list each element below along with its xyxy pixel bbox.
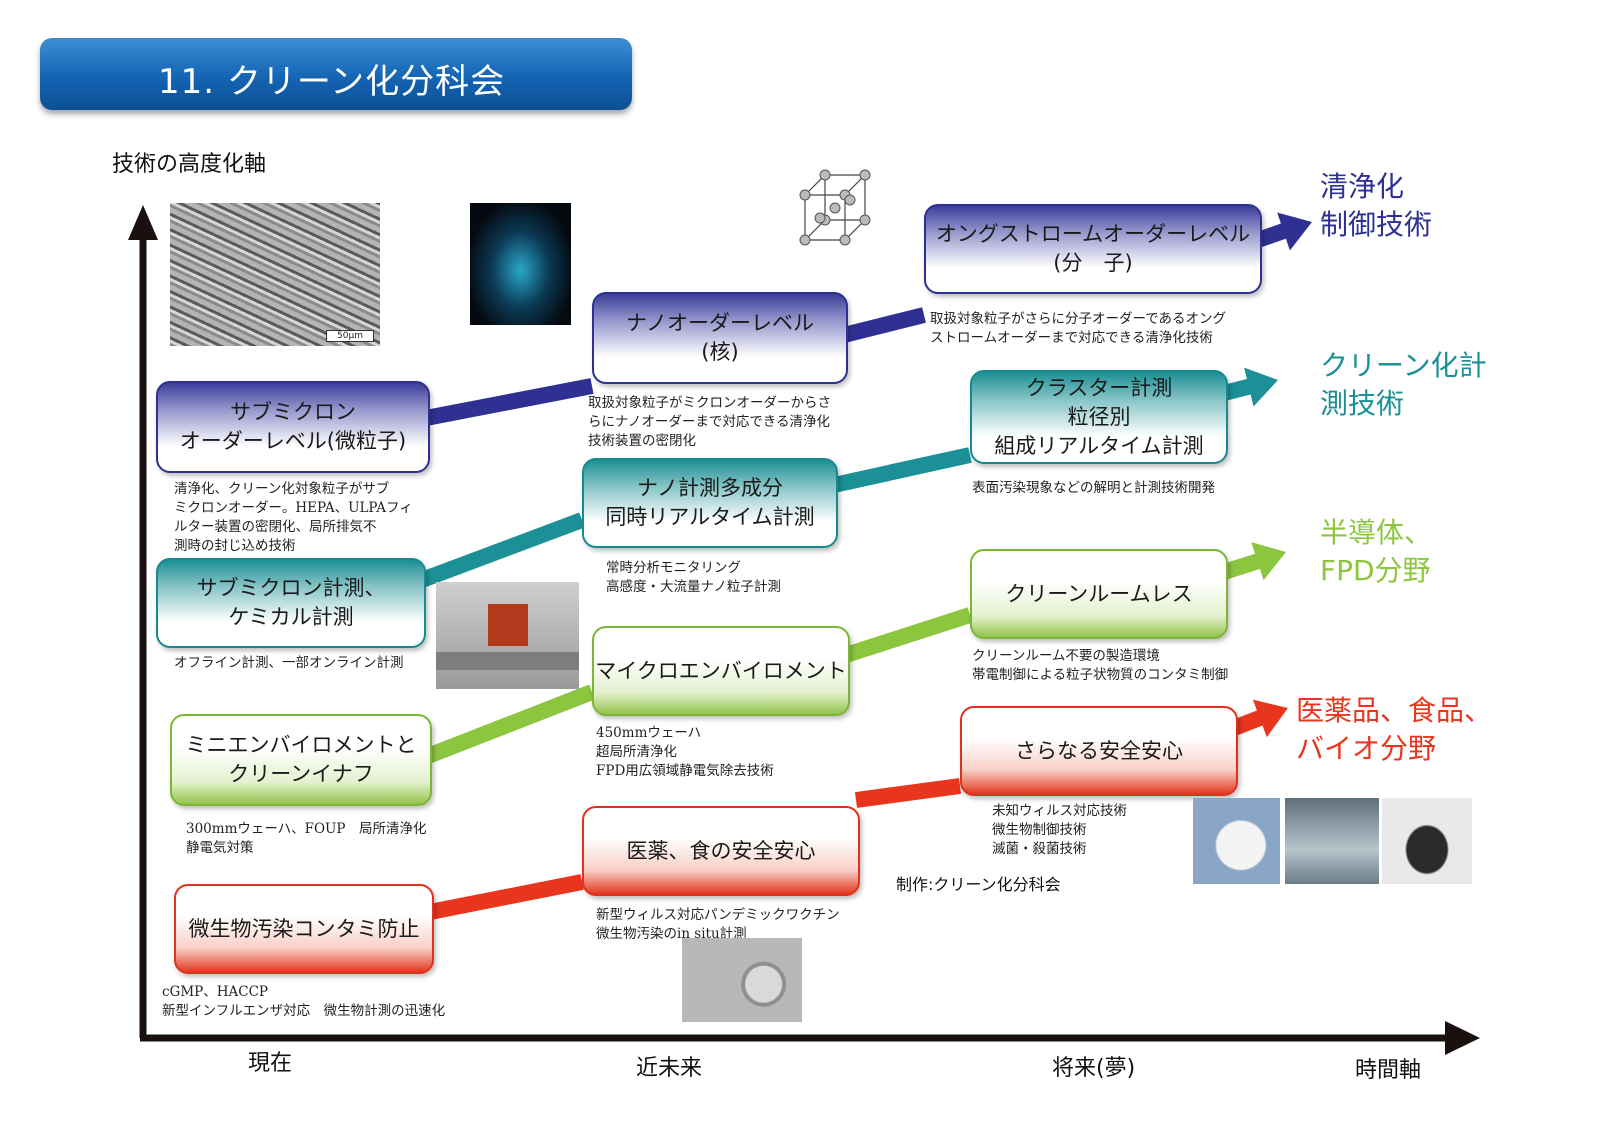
stage-desc-submicron-measurement: オフライン計測、一部オンライン計測 — [174, 655, 404, 671]
stage-box-cleanroomless: クリーンルームレス — [970, 549, 1228, 639]
stage-desc-cluster-measurement: 表面汚染現象などの解明と計測技術開発 — [972, 480, 1215, 496]
credit-text: 制作:クリーン化分科会 — [896, 875, 1061, 894]
stage-box-microbial-contamination: 微生物汚染コンタミ防止 — [174, 884, 434, 974]
connector-semiconductor-0 — [425, 684, 595, 764]
connector-semiconductor-1 — [843, 607, 973, 663]
time-point-near-future: 近未来 — [636, 1056, 703, 1081]
stage-desc-micro-environment: 450mmウェーハ 超局所清浄化 FPD用広領域静電気除去技術 — [596, 725, 774, 779]
stage-desc-cleanroomless: クリーンルーム不要の製造環境 帯電制御による粒子状物質のコンタミ制御 — [972, 648, 1229, 683]
stage-box-pharma-food-safety: 医薬、食の安全安心 — [582, 806, 860, 896]
stage-box-cluster-measurement: クラスター計測 粒径別 組成リアルタイム計測 — [970, 370, 1228, 464]
mouse-black-photo — [1382, 798, 1472, 884]
stage-desc-nano-measurement: 常時分析モニタリング 高感度・大流量ナノ粒子計測 — [606, 560, 781, 595]
connector-measurement-0 — [419, 512, 585, 588]
sem-fiber-image: 50µm — [170, 203, 380, 346]
particle-glow-image — [470, 203, 571, 325]
stage-desc-further-safety: 未知ウィルス対応技術 微生物制御技術 滅菌・殺菌技術 — [992, 803, 1127, 857]
stage-box-submicron-measurement: サブミクロン計測、 ケミカル計測 — [156, 558, 426, 648]
mouse-white-photo — [1193, 798, 1280, 884]
stage-desc-mini-environment: 300mmウェーハ、FOUP 局所清浄化 静電気対策 — [186, 821, 427, 856]
outcome-cleaning-control: 清浄化 制御技術 — [1320, 170, 1433, 241]
connector-measurement-1 — [832, 447, 972, 493]
stage-box-mini-environment: ミニエンバイロメントと クリーンイナフ — [170, 714, 432, 806]
stage-desc-submicron-level: 清浄化、クリーン化対象粒子がサブ ミクロンオーダー。HEPA、ULPAフィ ルタ… — [174, 481, 413, 554]
arrowhead-semiconductor — [1251, 542, 1286, 581]
cell-micrograph — [682, 938, 802, 1022]
stage-box-micro-environment: マイクロエンバイロメント — [592, 626, 850, 716]
time-point-future: 将来(夢) — [1052, 1056, 1136, 1081]
crystal-lattice-image — [790, 160, 885, 260]
equipment-photo — [436, 582, 579, 689]
connector-bio-1 — [854, 778, 962, 808]
stage-desc-pharma-food-safety: 新型ウィルス対応パンデミックワクチン 微生物汚染のin situ計測 — [596, 907, 840, 942]
connector-cleaning-0 — [424, 378, 594, 426]
arrowhead-cleaning — [1277, 212, 1312, 251]
page-title: 11. クリーン化分科会 — [158, 62, 506, 102]
scale-bar-label: 50µm — [326, 330, 374, 342]
equipment-frame — [436, 652, 579, 670]
arrowhead-bio — [1252, 699, 1288, 738]
connector-bio-0 — [428, 874, 584, 920]
connector-cleaning-1 — [842, 307, 926, 343]
stage-box-angstrom-level: オングストロームオーダーレベル (分 子) — [924, 204, 1262, 294]
x-axis-arrowhead — [1445, 1021, 1480, 1055]
time-point-now: 現在 — [248, 1051, 293, 1076]
stage-box-nano-measurement: ナノ計測多成分 同時リアルタイム計測 — [582, 458, 838, 548]
stage-desc-microbial-contamination: cGMP、HACCP 新型インフルエンザ対応 微生物計測の迅速化 — [162, 984, 446, 1019]
arrowhead-measurement — [1244, 367, 1278, 407]
outcome-semiconductor-fpd: 半導体、 FPD分野 — [1320, 516, 1433, 587]
outcome-pharma-food-bio: 医薬品、食品、 バイオ分野 — [1296, 694, 1493, 765]
stage-box-nano-level: ナノオーダーレベル (核) — [592, 292, 848, 384]
y-axis-label: 技術の高度化軸 — [112, 152, 267, 177]
title-bar: 11. クリーン化分科会 — [40, 38, 632, 110]
y-axis-arrowhead — [128, 205, 158, 240]
stage-desc-angstrom-level: 取扱対象粒子がさらに分子オーダーであるオング ストロームオーダーまで対応できる清… — [930, 311, 1227, 346]
equipment-part — [488, 604, 528, 646]
stage-box-submicron-level: サブミクロン オーダーレベル(微粒子) — [156, 381, 430, 473]
outcome-clean-measurement: クリーン化計 測技術 — [1320, 349, 1487, 420]
stage-box-further-safety: さらなる安全安心 — [960, 706, 1238, 796]
lattice-icon — [799, 169, 871, 246]
stage-desc-nano-level: 取扱対象粒子がミクロンオーダーからさ らにナノオーダーまで対応できる清浄化 技術… — [588, 395, 831, 449]
x-axis-label: 時間軸 — [1355, 1058, 1422, 1083]
lab-worker-photo — [1285, 798, 1379, 884]
